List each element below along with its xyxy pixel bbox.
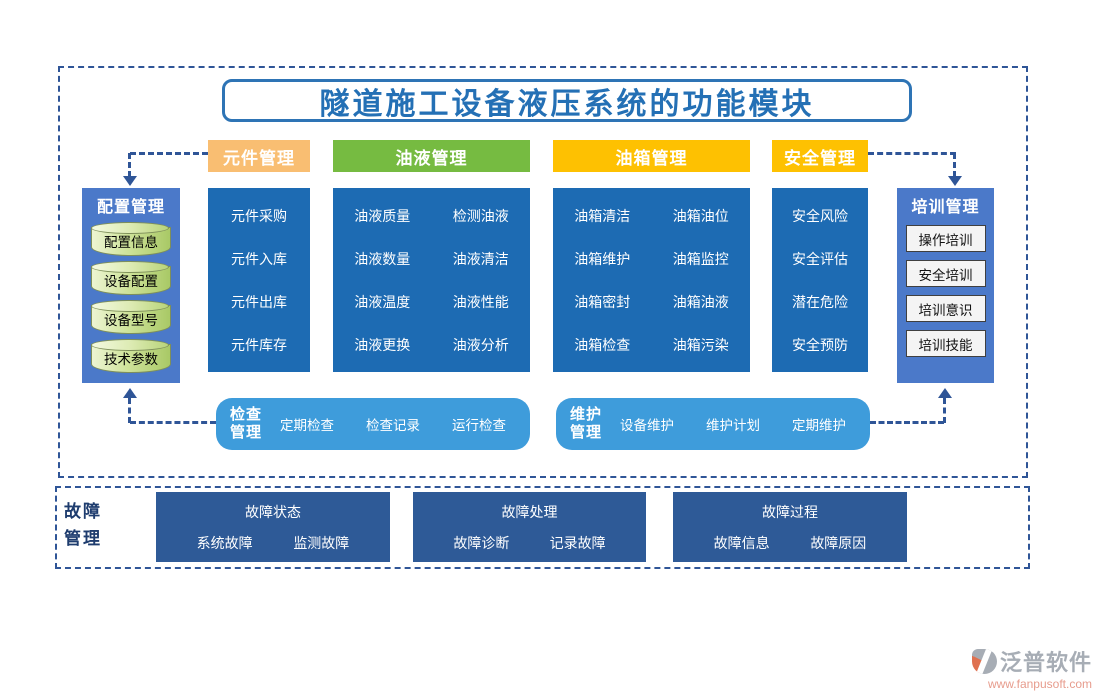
header-component-management: 元件管理 bbox=[208, 140, 310, 172]
maintenance-item: 维护计划 bbox=[706, 418, 760, 433]
maintenance-bar-label: 维护管理 bbox=[570, 406, 603, 441]
fault-item: 监测故障 bbox=[293, 535, 350, 551]
module-item: 油箱油液 bbox=[672, 293, 729, 310]
config-item: 技术参数 bbox=[104, 352, 158, 367]
module-item: 油箱维护 bbox=[574, 250, 631, 267]
maintenance-bar-items: 设备维护 维护计划 定期维护 bbox=[604, 414, 862, 434]
maintenance-item: 设备维护 bbox=[620, 418, 674, 433]
module-item: 安全预防 bbox=[792, 336, 848, 353]
arrow-up-icon bbox=[123, 388, 137, 398]
module-item: 元件采购 bbox=[231, 207, 287, 224]
fault-item: 记录故障 bbox=[549, 535, 606, 551]
module-item: 油液温度 bbox=[354, 293, 411, 310]
fault-item: 故障诊断 bbox=[453, 535, 510, 551]
fault-group-items: 系统故障 监测故障 bbox=[156, 533, 390, 553]
diagram-title: 隧道施工设备液压系统的功能模块 bbox=[222, 79, 912, 122]
fanpu-logo: 泛普软件 www.fanpusoft.com bbox=[940, 645, 1092, 691]
training-management-panel: 培训管理 操作培训 安全培训 培训意识 培训技能 bbox=[897, 188, 994, 383]
module-item: 油液分析 bbox=[452, 336, 509, 353]
module-item: 元件库存 bbox=[231, 336, 287, 353]
module-item: 安全风险 bbox=[792, 207, 848, 224]
fault-group-title: 故障处理 bbox=[501, 504, 558, 520]
connector-safety-to-training bbox=[868, 152, 956, 155]
main-modules-dashed-container bbox=[58, 66, 1028, 478]
fault-management-label: 故障管理 bbox=[64, 502, 102, 549]
connector-safety-to-training bbox=[953, 153, 956, 177]
database-cylinder-icon: 配置信息 bbox=[91, 222, 171, 256]
module-item: 油箱清洁 bbox=[574, 207, 631, 224]
training-item: 操作培训 bbox=[905, 225, 986, 252]
header-oil-fluid-management: 油液管理 bbox=[333, 140, 530, 172]
column-oil-tank-management: 油箱清洁 油箱油位 油箱维护 油箱监控 油箱密封 油箱油液 油箱检查 油箱污染 bbox=[553, 188, 750, 372]
maintenance-item: 定期维护 bbox=[792, 418, 846, 433]
module-item: 元件出库 bbox=[231, 293, 287, 310]
config-item: 设备型号 bbox=[104, 313, 158, 328]
module-item: 安全评估 bbox=[792, 250, 848, 267]
fault-group-items: 故障诊断 记录故障 bbox=[413, 533, 646, 553]
module-item: 油液质量 bbox=[354, 207, 411, 224]
database-cylinder-icon: 技术参数 bbox=[91, 339, 171, 373]
module-item: 检测油液 bbox=[452, 207, 509, 224]
column-component-management: 元件采购 元件入库 元件出库 元件库存 bbox=[208, 188, 310, 372]
header-oil-tank-management: 油箱管理 bbox=[553, 140, 750, 172]
module-item: 油液性能 bbox=[452, 293, 509, 310]
config-item: 配置信息 bbox=[104, 235, 158, 250]
module-item: 油液数量 bbox=[354, 250, 411, 267]
fault-item: 故障原因 bbox=[810, 535, 867, 551]
arrow-down-icon bbox=[123, 176, 137, 186]
config-management-panel: 配置管理 配置信息 设备配置 设备型号 技术参数 bbox=[82, 188, 180, 383]
fault-item: 系统故障 bbox=[196, 535, 253, 551]
connector-component-to-config bbox=[130, 152, 208, 155]
inspection-bar-items: 定期检查 检查记录 运行检查 bbox=[264, 414, 522, 434]
module-item: 元件入库 bbox=[231, 250, 287, 267]
logo-url[interactable]: www.fanpusoft.com bbox=[987, 677, 1092, 691]
database-cylinder-icon: 设备配置 bbox=[91, 261, 171, 295]
logo-text: 泛普软件 bbox=[999, 650, 1092, 675]
inspection-item: 检查记录 bbox=[366, 418, 420, 433]
fault-group-status: 故障状态 系统故障 监测故障 bbox=[156, 492, 390, 562]
inspection-bar-label: 检查管理 bbox=[230, 406, 263, 441]
module-item: 油箱油位 bbox=[672, 207, 729, 224]
training-item: 培训技能 bbox=[905, 330, 986, 357]
module-item: 油箱监控 bbox=[672, 250, 729, 267]
module-item: 油箱检查 bbox=[574, 336, 631, 353]
inspection-item: 定期检查 bbox=[280, 418, 334, 433]
header-safety-management: 安全管理 bbox=[772, 140, 868, 172]
module-item: 油箱密封 bbox=[574, 293, 631, 310]
config-item: 设备配置 bbox=[104, 274, 158, 289]
training-panel-title: 培训管理 bbox=[911, 199, 980, 216]
fault-group-title: 故障过程 bbox=[762, 504, 818, 520]
arrow-down-icon bbox=[948, 176, 962, 186]
training-item: 培训意识 bbox=[905, 295, 986, 322]
fault-section-dashed-container bbox=[55, 486, 1030, 569]
module-item: 油液清洁 bbox=[452, 250, 509, 267]
column-oil-fluid-management: 油液质量 检测油液 油液数量 油液清洁 油液温度 油液性能 油液更换 油液分析 bbox=[333, 188, 530, 372]
config-panel-title: 配置管理 bbox=[96, 199, 165, 216]
connector-inspection-to-config bbox=[130, 421, 216, 424]
module-item: 油箱污染 bbox=[672, 336, 729, 353]
training-item: 安全培训 bbox=[905, 260, 986, 287]
fault-item: 故障信息 bbox=[713, 535, 770, 551]
fault-group-handling: 故障处理 故障诊断 记录故障 bbox=[413, 492, 646, 562]
fault-group-process: 故障过程 故障信息 故障原因 bbox=[673, 492, 907, 562]
inspection-management-bar: 检查管理 定期检查 检查记录 运行检查 bbox=[216, 398, 530, 450]
connector-inspection-to-config bbox=[128, 398, 131, 423]
fault-group-title: 故障状态 bbox=[245, 504, 301, 520]
fanpu-logo-row: 泛普软件 bbox=[940, 645, 1092, 677]
column-safety-management: 安全风险 安全评估 潜在危险 安全预防 bbox=[772, 188, 868, 372]
arrow-up-icon bbox=[938, 388, 952, 398]
inspection-item: 运行检查 bbox=[452, 418, 506, 433]
database-cylinder-icon: 设备型号 bbox=[91, 300, 171, 334]
connector-component-to-config bbox=[128, 153, 131, 177]
maintenance-management-bar: 维护管理 设备维护 维护计划 定期维护 bbox=[556, 398, 870, 450]
fault-group-items: 故障信息 故障原因 bbox=[673, 533, 907, 553]
connector-maintenance-to-training bbox=[943, 398, 946, 423]
module-item: 油液更换 bbox=[354, 336, 411, 353]
fanpu-swoosh-icon bbox=[971, 648, 997, 674]
module-item: 潜在危险 bbox=[792, 293, 848, 310]
connector-maintenance-to-training bbox=[870, 421, 944, 424]
